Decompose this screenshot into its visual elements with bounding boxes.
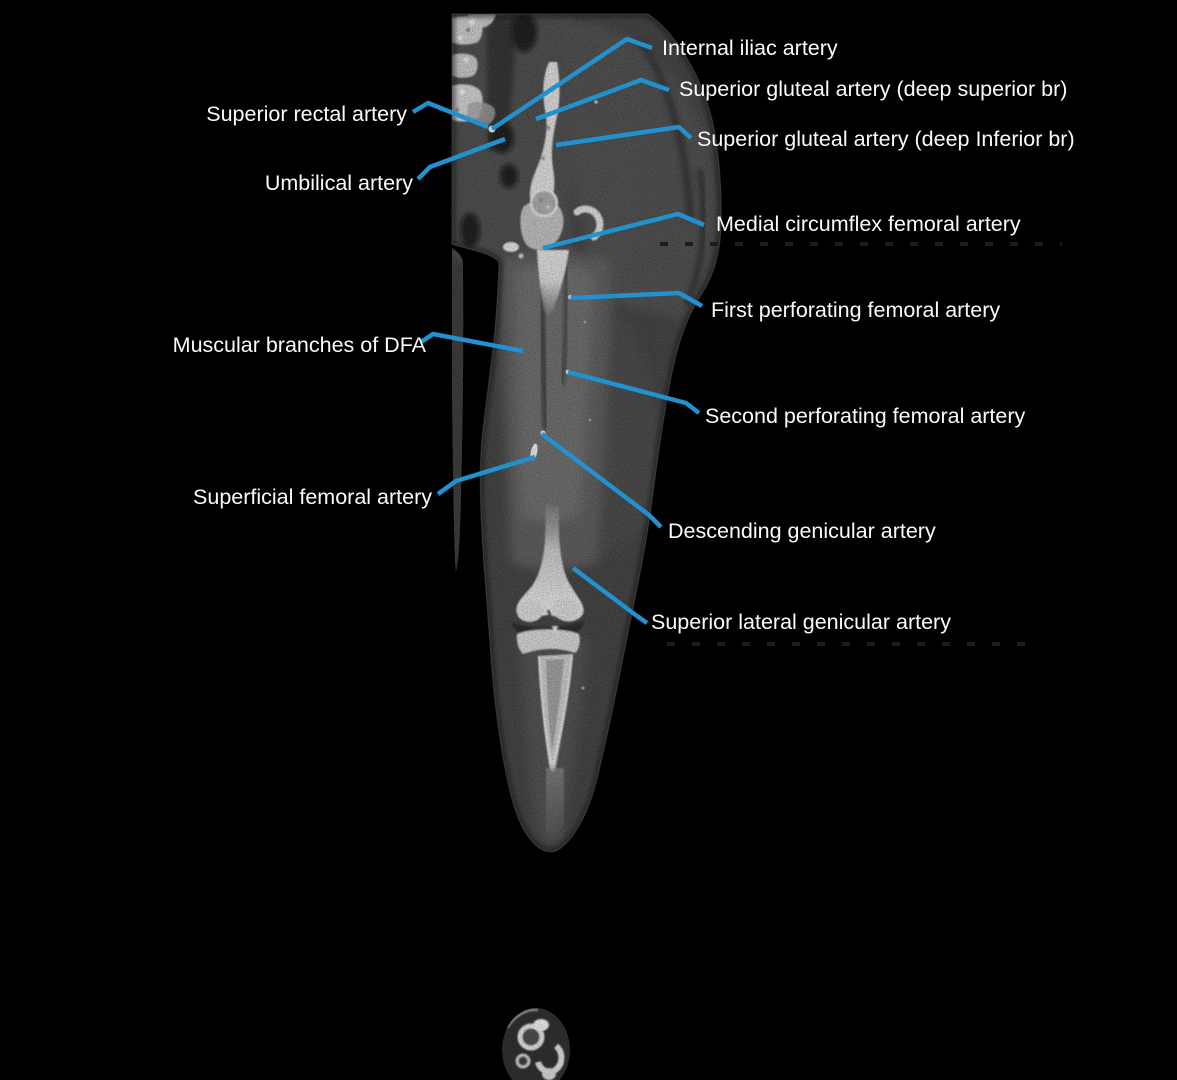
leader-medial-circumflex-femoral-artery: [542, 211, 705, 251]
leader-superior-gluteal-inferior-br: [555, 124, 693, 148]
leader-internal-iliac-artery: [490, 36, 653, 131]
label-superior-rectal-artery: Superior rectal artery: [206, 102, 407, 126]
leader-muscular-branches-of-dfa: [419, 331, 524, 354]
label-medial-circumflex-femoral-artery: Medial circumflex femoral artery: [716, 212, 1021, 236]
label-superior-gluteal-superior-br: Superior gluteal artery (deep superior b…: [679, 77, 1067, 101]
label-second-perforating-femoral-artery: Second perforating femoral artery: [705, 404, 1026, 428]
label-superior-gluteal-inferior-br: Superior gluteal artery (deep Inferior b…: [697, 127, 1075, 151]
label-superior-lateral-genicular-artery: Superior lateral genicular artery: [651, 610, 951, 634]
leader-descending-genicular-artery: [540, 432, 663, 529]
leader-superior-gluteal-superior-br: [535, 77, 670, 122]
leader-superficial-femoral-artery: [436, 454, 536, 496]
leader-umbilical-artery: [416, 136, 506, 181]
label-descending-genicular-artery: Descending genicular artery: [668, 519, 936, 543]
leader-first-perforating-femoral-artery: [570, 290, 704, 308]
leader-lines: [411, 36, 705, 625]
ct-foot-noise: [495, 1000, 580, 1080]
label-superficial-femoral-artery: Superficial femoral artery: [193, 485, 432, 509]
label-muscular-branches-of-dfa: Muscular branches of DFA: [173, 333, 427, 357]
leader-superior-rectal-artery: [411, 100, 489, 130]
leader-superior-lateral-genicular-artery: [571, 566, 649, 625]
watermark-dashes: [660, 242, 1062, 646]
ct-noise-light: [452, 14, 722, 880]
label-internal-iliac-artery: Internal iliac artery: [662, 36, 838, 60]
label-umbilical-artery: Umbilical artery: [265, 171, 413, 195]
artery-labels: Internal iliac artery Superior gluteal a…: [173, 36, 1075, 634]
label-first-perforating-femoral-artery: First perforating femoral artery: [711, 298, 1000, 322]
leader-second-perforating-femoral-artery: [567, 369, 701, 415]
